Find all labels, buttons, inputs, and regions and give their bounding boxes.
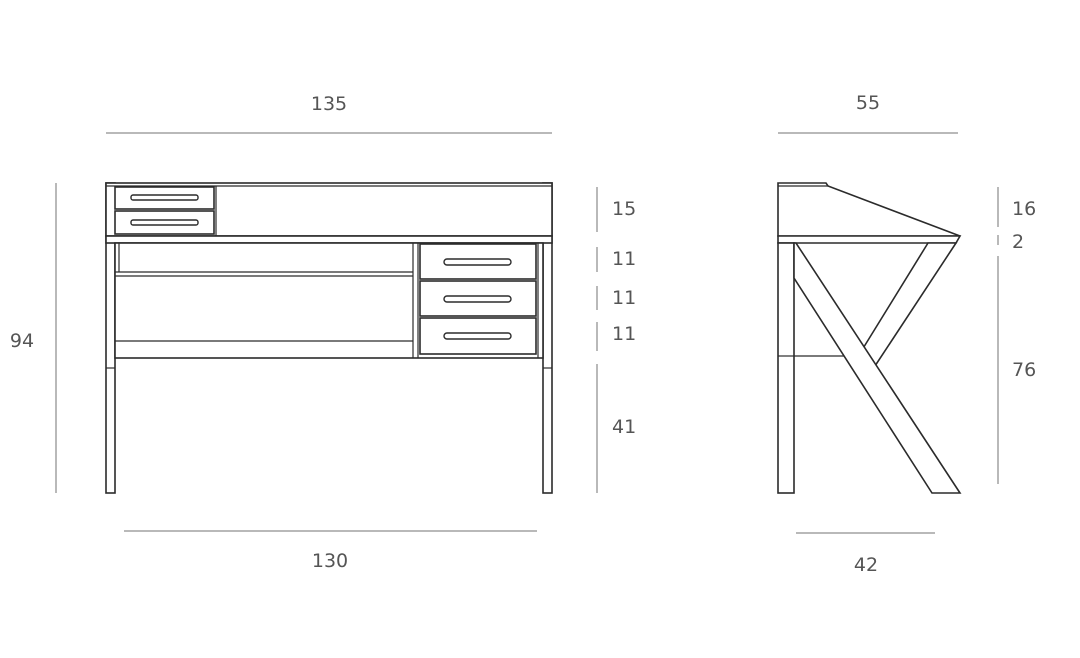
front-dim-label-11a: 11 [612, 248, 636, 270]
front-dim-label-11b: 11 [612, 287, 636, 309]
side-bottom-depth-label: 42 [854, 554, 878, 576]
side-desk [777, 182, 962, 494]
side-view: 55 42 16 2 76 [777, 92, 1036, 576]
front-bottom-width-label: 130 [312, 550, 348, 572]
front-total-height-label: 94 [10, 330, 34, 352]
side-diagonal-leg [793, 242, 962, 494]
side-desktop-slab [777, 235, 962, 244]
front-drawer-1-handle [443, 258, 512, 266]
front-dim-label-11c: 11 [612, 323, 636, 345]
front-top-width-label: 135 [311, 93, 347, 115]
side-front-leg-upper [861, 242, 958, 368]
front-dim-label-15: 15 [612, 198, 636, 220]
side-back-leg [777, 242, 795, 494]
side-dim-label-76: 76 [1012, 359, 1036, 381]
front-drawer-2-handle [443, 295, 512, 303]
hutch-drawer-bottom-handle [130, 219, 199, 226]
front-desktop-slab [105, 235, 553, 244]
front-desk [105, 182, 553, 494]
front-dim-label-41: 41 [612, 416, 636, 438]
side-hutch-profile [777, 182, 961, 237]
front-view: 135 94 130 15 11 11 11 41 [10, 93, 636, 572]
side-top-depth-label: 55 [856, 92, 880, 114]
side-dim-label-16: 16 [1012, 198, 1036, 220]
side-dim-label-2: 2 [1012, 231, 1024, 253]
hutch-drawer-top-handle [130, 194, 199, 201]
front-drawer-3-handle [443, 332, 512, 340]
